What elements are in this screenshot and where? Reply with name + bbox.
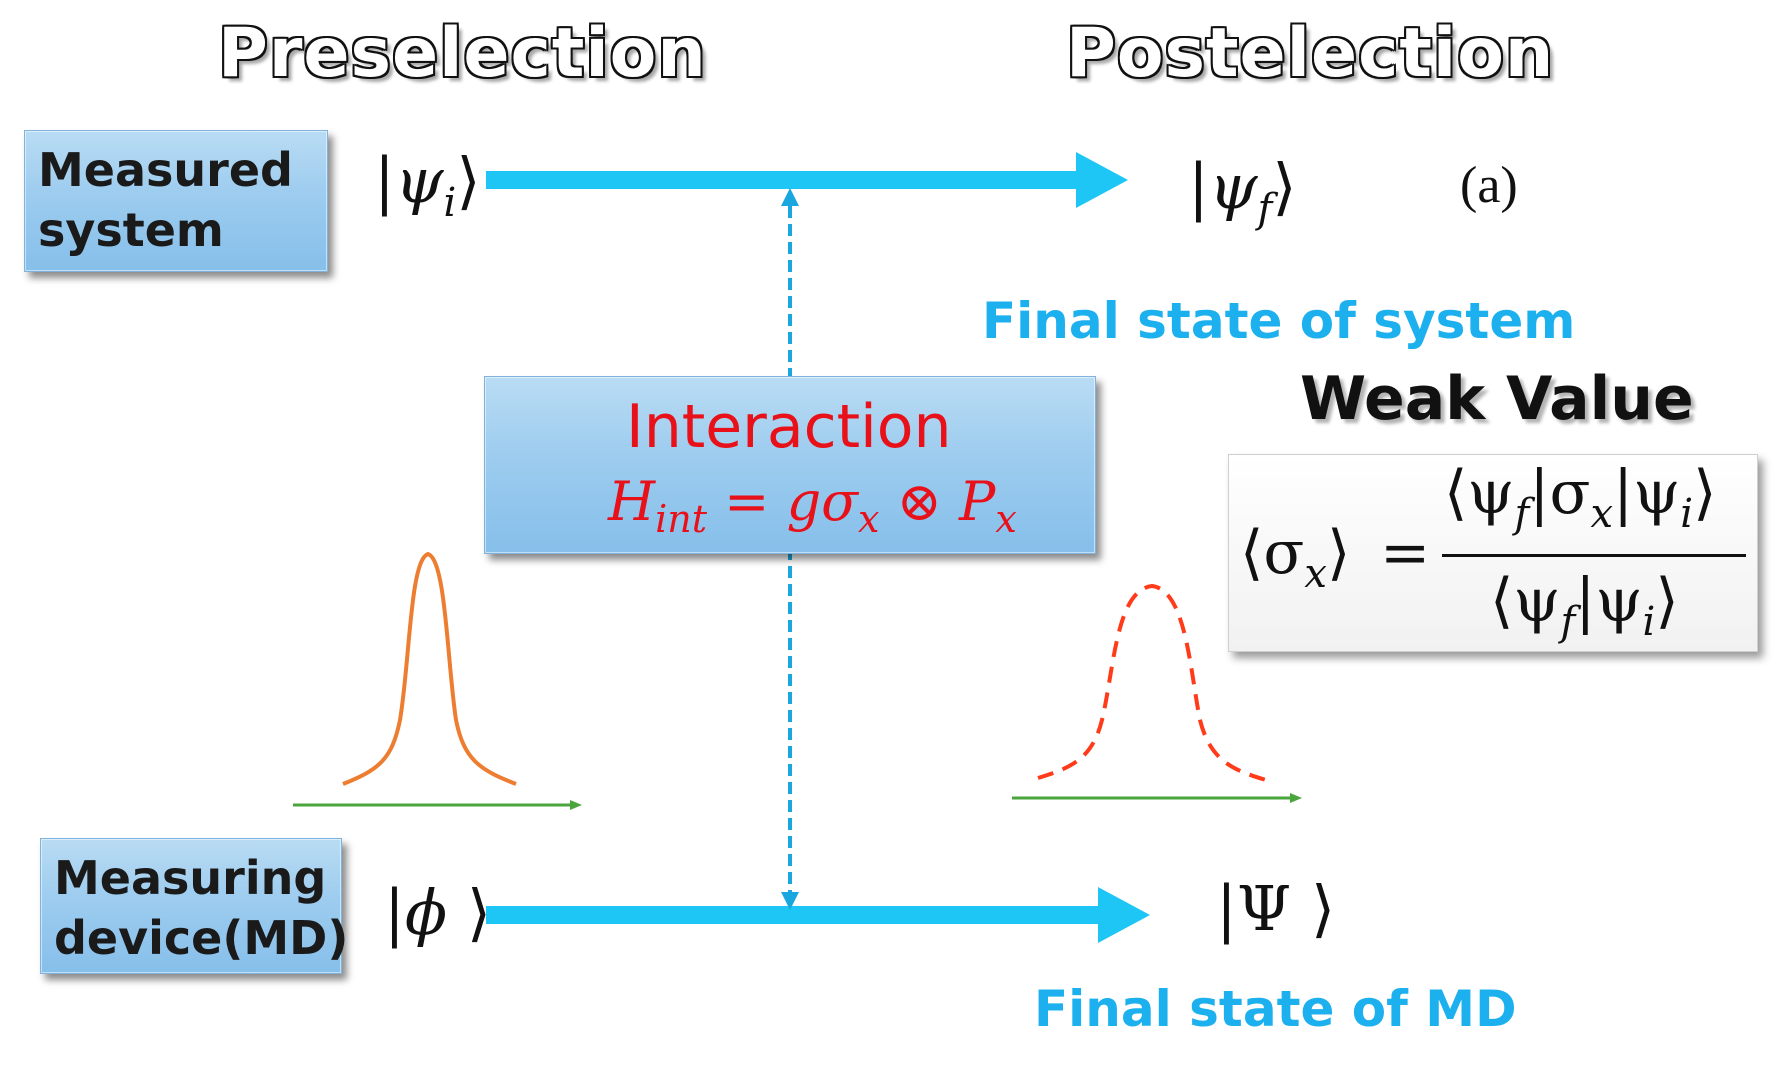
final-state-system-label: Final state of system xyxy=(982,292,1576,350)
panel-tag: (a) xyxy=(1460,157,1518,214)
interaction-title: Interaction xyxy=(626,392,952,462)
initial-device-state: |ϕ ⟩ xyxy=(384,876,492,949)
weak-value-denominator: ⟨ψf|ψi⟩ xyxy=(1490,566,1679,645)
weak-value-title: Weak Value xyxy=(1300,364,1694,434)
measured-system-box xyxy=(24,130,328,272)
system-evolution-arrow xyxy=(486,152,1128,208)
device-evolution-arrow xyxy=(486,887,1150,943)
weak-value-lhs: ⟨σx⟩ xyxy=(1240,518,1351,597)
final-device-state: |Ψ ⟩ xyxy=(1216,872,1336,945)
final-system-state: |ψf⟩ xyxy=(1188,150,1297,232)
interaction-box xyxy=(484,376,1096,554)
measured-system-label: Measured system xyxy=(38,143,293,257)
weak-value-numerator: ⟨ψf|σx|ψi⟩ xyxy=(1444,458,1717,537)
weak-value-equals: = xyxy=(1380,518,1431,588)
initial-pulse xyxy=(293,551,582,810)
final-pulse xyxy=(1012,583,1302,803)
preselection-heading: Preselection xyxy=(218,14,707,93)
weak-value-fraction-bar xyxy=(1442,554,1746,557)
final-state-md-label: Final state of MD xyxy=(1034,980,1517,1038)
weak-value-formula-box xyxy=(1228,454,1758,652)
postelection-heading: Postelection xyxy=(1066,14,1555,93)
interaction-hamiltonian: Hint = gσx ⊗ Px xyxy=(608,470,1017,541)
initial-system-state: |ψi⟩ xyxy=(374,144,481,226)
measuring-device-box xyxy=(40,838,342,974)
measuring-device-label: Measuring device(MD) xyxy=(54,851,349,965)
